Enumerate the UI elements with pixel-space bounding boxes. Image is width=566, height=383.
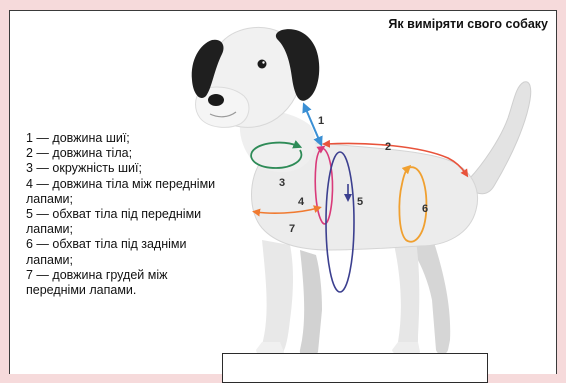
measure-loop-girth-front — [325, 151, 355, 293]
measure-loop-girth-back — [398, 164, 428, 243]
marker-5: 5 — [357, 196, 363, 208]
page-title: Як виміряти свого собаку — [388, 17, 548, 31]
marker-6: 6 — [422, 203, 428, 215]
dog-back-leg-rear — [412, 230, 451, 355]
marker-2: 2 — [385, 141, 391, 153]
marker-7: 7 — [289, 223, 295, 235]
legend-item-neck-length: 1 — довжина шиї; — [26, 131, 130, 145]
legend-item-girth-front-legs: 5 — обхват тіла під передніми лапами; — [26, 207, 202, 237]
dog-ear-right — [275, 29, 320, 101]
dog-nose — [208, 94, 224, 106]
measure-line-body-length — [322, 139, 469, 178]
marker-4: 4 — [298, 196, 305, 208]
measurement-legend: 1 — довжина шиї; 2 — довжина тіла; 3 — о… — [26, 131, 216, 298]
legend-item-chest-length: 7 — довжина грудей між передніми лапами. — [26, 267, 168, 298]
legend-item-body-between-front-legs: 4 — довжина тіла між передніми лапами; — [26, 176, 216, 206]
legend-item-body-length: 2 — довжина тіла; — [26, 146, 133, 161]
dog-ear-left — [191, 39, 224, 99]
measure-loop-body-between-legs — [314, 145, 334, 225]
measure-line-neck-length — [302, 102, 323, 147]
dog-front-leg-rear — [299, 250, 322, 358]
dog-illustration-icon: 1 2 3 4 5 6 7 — [191, 26, 532, 360]
measure-loop-neck-circumference — [250, 140, 303, 169]
marker-1: 1 — [318, 115, 324, 127]
legend-item-neck-circumference: 3 — окружність шиї; — [26, 161, 142, 176]
dog-back-leg-front — [392, 235, 420, 355]
legend-item-girth-back-legs: 6 — обхват тіла під задніми лапами; — [26, 237, 187, 267]
measure-line-chest-length — [252, 205, 322, 217]
marker-3: 3 — [279, 177, 285, 189]
dog-tail — [469, 81, 532, 195]
dog-eye — [257, 59, 267, 69]
dog-front-leg-front — [261, 240, 293, 358]
caption-box — [222, 353, 488, 383]
